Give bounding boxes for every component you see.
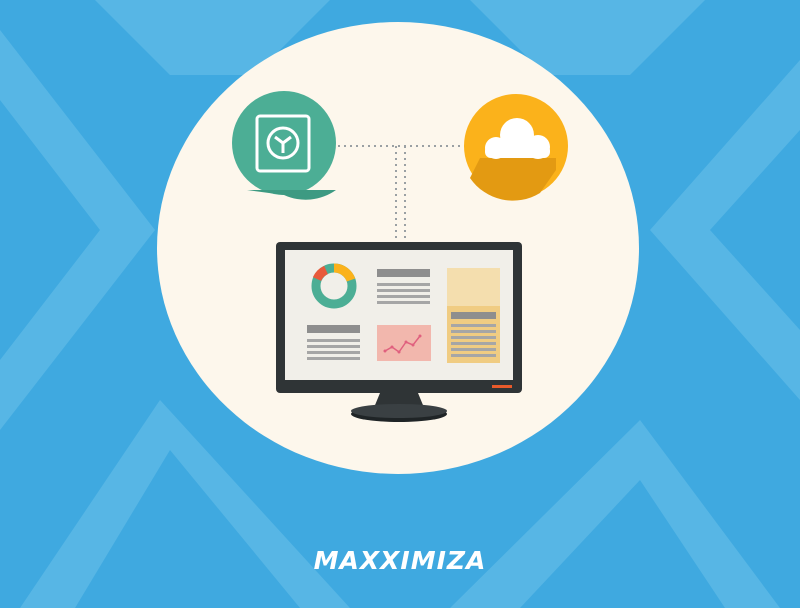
brand-logo: MAXXIMIZA [313,546,487,575]
monitor-icon [276,242,522,422]
text-block-top [377,269,430,304]
cloud-icon [464,94,568,201]
side-panel [447,268,500,363]
text-block-bottom [307,325,360,360]
donut-chart-icon [311,263,357,309]
safe-icon [232,91,336,200]
connector-lines [338,145,466,246]
line-chart-icon [377,325,431,361]
